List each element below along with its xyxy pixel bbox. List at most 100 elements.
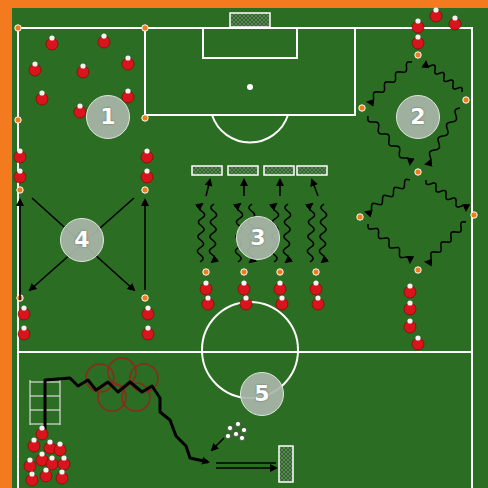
player-symbol	[36, 425, 48, 440]
player-head	[407, 300, 412, 305]
player-head	[407, 318, 412, 323]
cone-marker	[241, 269, 247, 275]
player-symbol	[46, 455, 58, 470]
dribble-arrow	[368, 62, 412, 103]
player-symbol	[404, 300, 416, 315]
player-head	[29, 471, 34, 476]
player-head	[145, 325, 150, 330]
player-symbol	[40, 467, 52, 482]
player-head	[144, 148, 149, 153]
player-head	[21, 325, 26, 330]
drill-number-circle: 4	[60, 218, 104, 262]
dribble-arrow	[198, 204, 205, 262]
callout-number: 3	[250, 227, 265, 249]
player-head	[47, 439, 52, 444]
player-head	[39, 90, 44, 95]
dribble-arrow	[426, 222, 466, 262]
player-symbol	[412, 335, 424, 350]
player-head	[144, 168, 149, 173]
player-symbol	[58, 455, 70, 470]
player-symbol	[14, 168, 26, 183]
run-arrow	[30, 198, 134, 290]
player-symbol	[202, 295, 214, 310]
cone-marker	[463, 97, 469, 103]
run-arrow	[206, 180, 210, 196]
player-head	[59, 469, 64, 474]
shot-arrow	[216, 462, 276, 464]
dribble-arrow	[284, 204, 291, 262]
player-symbol	[14, 148, 26, 163]
drill-number-circle: 1	[86, 95, 130, 139]
player-symbol	[54, 441, 66, 456]
player-symbol	[74, 103, 86, 118]
course-path	[45, 378, 208, 462]
cone-marker	[142, 25, 148, 31]
player-symbol	[29, 61, 41, 76]
callout-number: 1	[100, 106, 115, 128]
player-head	[39, 451, 44, 456]
player-head	[415, 34, 420, 39]
cone-marker	[359, 105, 365, 111]
callout-number: 4	[74, 229, 89, 251]
mini-goal	[279, 446, 293, 482]
cone-marker	[142, 187, 148, 193]
dribble-arrow	[366, 179, 410, 212]
player-symbol	[142, 305, 154, 320]
player-head	[203, 280, 208, 285]
ball	[233, 431, 238, 436]
player-symbol	[312, 295, 324, 310]
player-head	[415, 335, 420, 340]
cone-marker	[17, 187, 23, 193]
player-symbol	[77, 63, 89, 78]
player-head	[205, 295, 210, 300]
player-symbol	[18, 305, 30, 320]
run-arrow	[243, 180, 245, 196]
player-symbol	[276, 295, 288, 310]
cone-marker	[277, 269, 283, 275]
shot-arrow	[216, 467, 276, 469]
player-head	[61, 455, 66, 460]
player-head	[39, 425, 44, 430]
run-arrow	[19, 200, 21, 300]
player-head	[407, 283, 412, 288]
player-head	[32, 61, 37, 66]
player-symbol	[412, 18, 424, 33]
run-arrow	[144, 200, 146, 290]
cone-marker	[357, 214, 363, 220]
cone-marker	[15, 25, 21, 31]
cone-marker	[142, 295, 148, 301]
player-symbol	[430, 7, 442, 22]
player-symbol	[142, 325, 154, 340]
player-symbol	[449, 15, 461, 30]
player-symbol	[200, 280, 212, 295]
player-head	[80, 63, 85, 68]
player-symbol	[412, 34, 424, 49]
player-symbol	[24, 457, 36, 472]
cone-marker	[471, 212, 477, 218]
player-head	[241, 280, 246, 285]
callout-number: 2	[410, 106, 425, 128]
player-symbol	[404, 283, 416, 298]
player-head	[49, 455, 54, 460]
ball	[241, 427, 246, 432]
player-head	[125, 55, 130, 60]
player-symbol	[141, 148, 153, 163]
cone-marker	[313, 269, 319, 275]
dribble-arrow	[210, 204, 217, 262]
player-head	[313, 280, 318, 285]
player-head	[49, 35, 54, 40]
player-symbol	[56, 469, 68, 484]
player-head	[277, 280, 282, 285]
player-head	[21, 305, 26, 310]
callout-number: 5	[254, 383, 269, 405]
player-head	[452, 15, 457, 20]
drill-number-circle: 3	[236, 216, 280, 260]
player-head	[243, 295, 248, 300]
player-symbol	[240, 295, 252, 310]
player-symbol	[98, 33, 110, 48]
player-head	[17, 168, 22, 173]
player-symbol	[141, 168, 153, 183]
cone-marker	[142, 115, 148, 121]
player-symbol	[46, 35, 58, 50]
